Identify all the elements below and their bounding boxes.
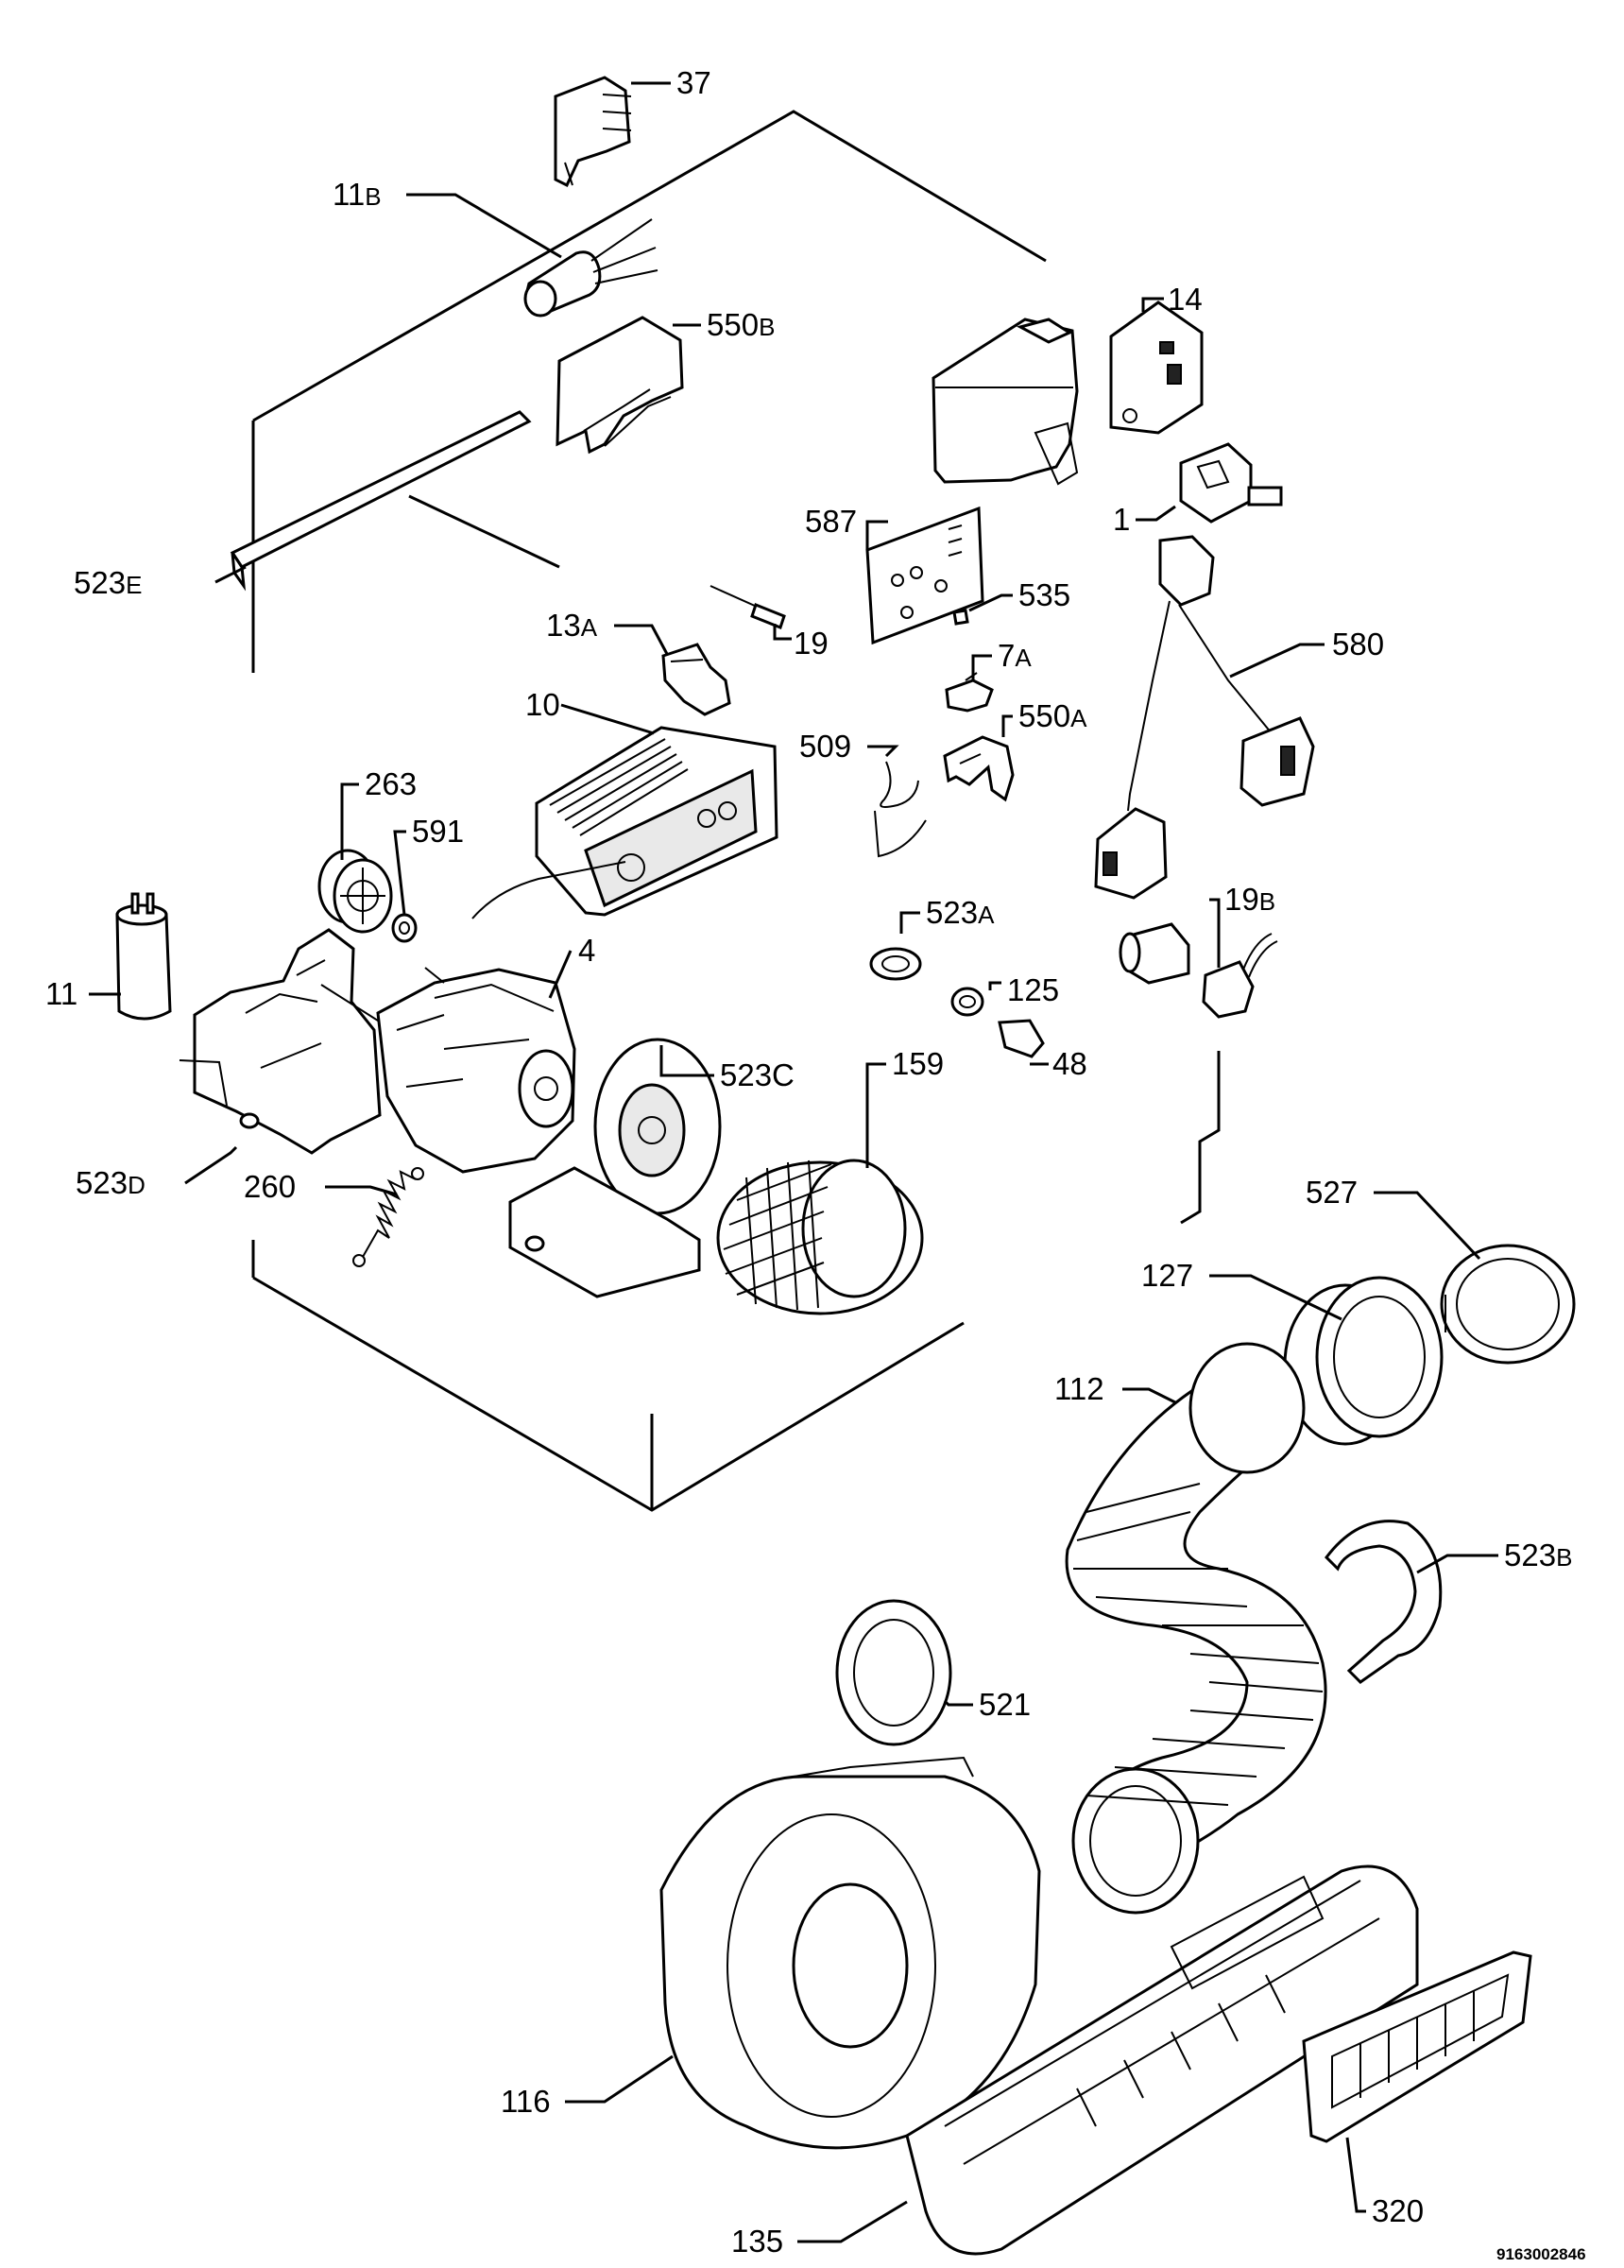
motor-4 [320,967,576,1174]
callout-19b: 19B [1224,882,1275,917]
hose-clamp-523b [1325,1520,1443,1684]
callout-112: 112 [1054,1371,1104,1406]
callout-523c: 523C [720,1057,795,1092]
callout-260: 260 [244,1169,296,1204]
callout-159: 159 [892,1046,944,1081]
small-part-535 [952,609,969,626]
callout-580: 580 [1332,627,1384,662]
microswitch-7a [945,672,994,713]
callout-37: 37 [676,65,711,100]
blower-fan-523c [508,1038,722,1298]
callout-4: 4 [578,933,595,968]
spring-260 [352,1167,424,1267]
electronic-module-14 [932,301,1204,486]
connector-block-37 [554,76,632,188]
heating-element-10 [471,726,778,919]
filter-grille-320 [1302,1950,1532,2143]
flexible-hose-112 [1065,1342,1327,1915]
leader-lines [89,81,1498,2243]
callout-523b: 523B [1504,1538,1572,1572]
thermostat-13a [661,643,731,716]
drawing-number: 9163002846 [1496,2245,1586,2263]
callout-10: 10 [525,687,560,722]
pulley-263 [317,849,393,934]
callout-14: 14 [1168,282,1203,317]
wire-509 [874,761,927,858]
callout-591: 591 [412,814,464,849]
callout-127: 127 [1141,1258,1193,1293]
callout-125: 125 [1007,972,1059,1007]
housing-outline [251,110,1221,1512]
callout-521: 521 [979,1687,1031,1722]
callout-535: 535 [1018,577,1070,612]
callout-320: 320 [1372,2193,1424,2228]
callout-509: 509 [799,729,851,764]
capacitor-11 [115,892,172,1021]
hose-ring-527 [1440,1244,1576,1365]
filter-housing-135 [905,1864,1419,2256]
callout-116: 116 [501,2084,551,2119]
callout-19: 19 [794,626,829,661]
callout-135: 135 [731,2224,783,2259]
motor-support-523d [179,928,382,1155]
callout-550b: 550B [707,307,775,342]
callout-48: 48 [1052,1046,1087,1081]
fan-housing-116 [659,1756,1041,2150]
selector-switch-1 [1179,442,1283,524]
callout-7a: 7A [998,638,1032,673]
indicator-lamp-19 [709,585,786,629]
thermostat-125 [950,987,984,1017]
lamp-socket-19b [1119,922,1278,1019]
door-switch-cables-580 [1094,535,1315,900]
impeller-drum-159 [716,1159,924,1315]
rail-523e [230,410,532,592]
bracket-550a [943,735,1015,802]
callout-11: 11 [45,976,77,1011]
bracket-550b [556,316,684,455]
callout-523a: 523A [926,895,995,930]
circuit-board-587 [865,506,984,645]
callout-523e: 523E [74,565,142,600]
callout-527: 527 [1306,1175,1358,1210]
callout-11b: 11B [333,177,382,212]
callout-587: 587 [805,504,857,539]
callout-labels: 37 11B 550B 14 1 523E 587 535 19 13A 580… [45,65,1586,2263]
callout-263: 263 [365,766,417,801]
thermostat-48 [998,1019,1045,1058]
callout-13a: 13A [546,608,598,643]
gasket-521 [835,1599,952,1746]
callout-1: 1 [1113,502,1130,537]
clip-523a [869,947,922,981]
callout-550a: 550A [1018,698,1087,733]
interference-filter-11b [523,218,658,318]
callout-523d: 523D [76,1165,145,1200]
hose-adapter-127 [1283,1276,1444,1446]
washer-591 [391,913,418,943]
